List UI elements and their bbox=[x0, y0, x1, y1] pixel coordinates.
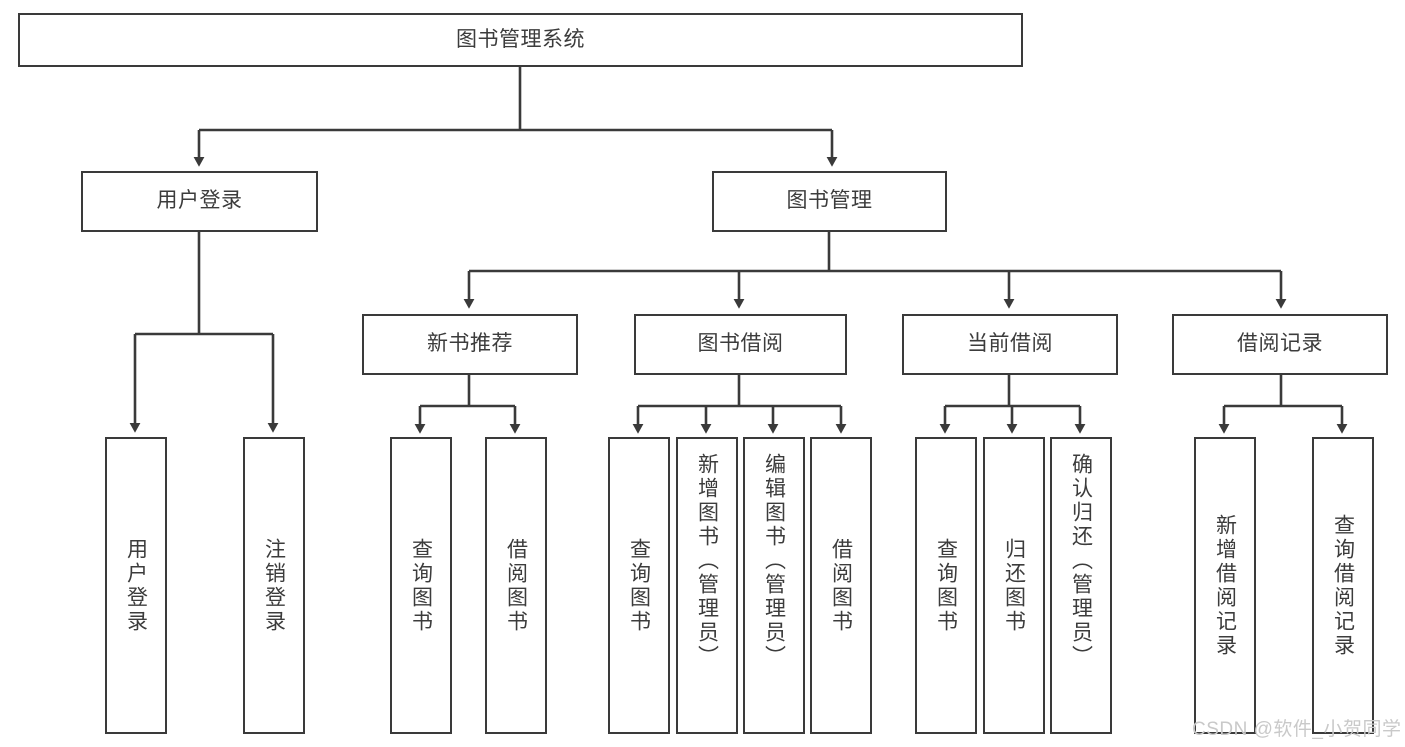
leaf-confirm-return-admin[interactable]: 确认归还（管理员） bbox=[1050, 437, 1112, 734]
leaf-query-borrow-record-label: 查询借阅记录 bbox=[1331, 513, 1355, 658]
leaf-confirm-return-admin-label: 确认归还（管理员） bbox=[1069, 453, 1093, 669]
node-book-management-label: 图书管理 bbox=[786, 189, 873, 213]
leaf-borrow-book-2[interactable]: 借阅图书 bbox=[810, 437, 872, 734]
node-book-borrow-label: 图书借阅 bbox=[697, 332, 784, 356]
watermark: CSDN @软件_小贺同学 bbox=[1192, 719, 1402, 740]
leaf-borrow-book-1-label: 借阅图书 bbox=[504, 537, 528, 634]
node-book-management[interactable]: 图书管理 bbox=[712, 171, 947, 232]
leaf-add-book-admin-label: 新增图书（管理员） bbox=[695, 453, 719, 669]
node-current-borrow-label: 当前借阅 bbox=[967, 332, 1053, 356]
node-root-label: 图书管理系统 bbox=[456, 27, 585, 51]
leaf-logout-label: 注销登录 bbox=[262, 537, 286, 634]
leaf-add-book-admin[interactable]: 新增图书（管理员） bbox=[676, 437, 738, 734]
node-new-book-recommend-label: 新书推荐 bbox=[427, 332, 513, 356]
leaf-query-borrow-record[interactable]: 查询借阅记录 bbox=[1312, 437, 1374, 734]
node-borrow-records-label: 借阅记录 bbox=[1237, 332, 1323, 356]
leaf-borrow-book-1[interactable]: 借阅图书 bbox=[485, 437, 547, 734]
node-current-borrow[interactable]: 当前借阅 bbox=[902, 314, 1118, 375]
leaf-return-book-label: 归还图书 bbox=[1002, 537, 1026, 634]
leaf-query-book-2[interactable]: 查询图书 bbox=[608, 437, 670, 734]
leaf-edit-book-admin-label: 编辑图书（管理员） bbox=[762, 453, 786, 669]
leaf-borrow-book-2-label: 借阅图书 bbox=[829, 537, 853, 634]
leaf-return-book[interactable]: 归还图书 bbox=[983, 437, 1045, 734]
leaf-user-login[interactable]: 用户登录 bbox=[105, 437, 167, 734]
leaf-query-book-3[interactable]: 查询图书 bbox=[915, 437, 977, 734]
leaf-edit-book-admin[interactable]: 编辑图书（管理员） bbox=[743, 437, 805, 734]
leaf-query-book-1[interactable]: 查询图书 bbox=[390, 437, 452, 734]
leaf-user-login-label: 用户登录 bbox=[124, 537, 148, 634]
node-user-login-label: 用户登录 bbox=[156, 189, 243, 213]
node-book-borrow[interactable]: 图书借阅 bbox=[634, 314, 847, 375]
node-user-login[interactable]: 用户登录 bbox=[81, 171, 318, 232]
leaf-logout[interactable]: 注销登录 bbox=[243, 437, 305, 734]
leaf-query-book-1-label: 查询图书 bbox=[409, 537, 433, 634]
node-root[interactable]: 图书管理系统 bbox=[18, 13, 1023, 67]
leaf-add-borrow-record[interactable]: 新增借阅记录 bbox=[1194, 437, 1256, 734]
node-new-book-recommend[interactable]: 新书推荐 bbox=[362, 314, 578, 375]
leaf-query-book-3-label: 查询图书 bbox=[934, 537, 958, 634]
node-borrow-records[interactable]: 借阅记录 bbox=[1172, 314, 1388, 375]
leaf-add-borrow-record-label: 新增借阅记录 bbox=[1213, 513, 1237, 658]
leaf-query-book-2-label: 查询图书 bbox=[627, 537, 651, 634]
